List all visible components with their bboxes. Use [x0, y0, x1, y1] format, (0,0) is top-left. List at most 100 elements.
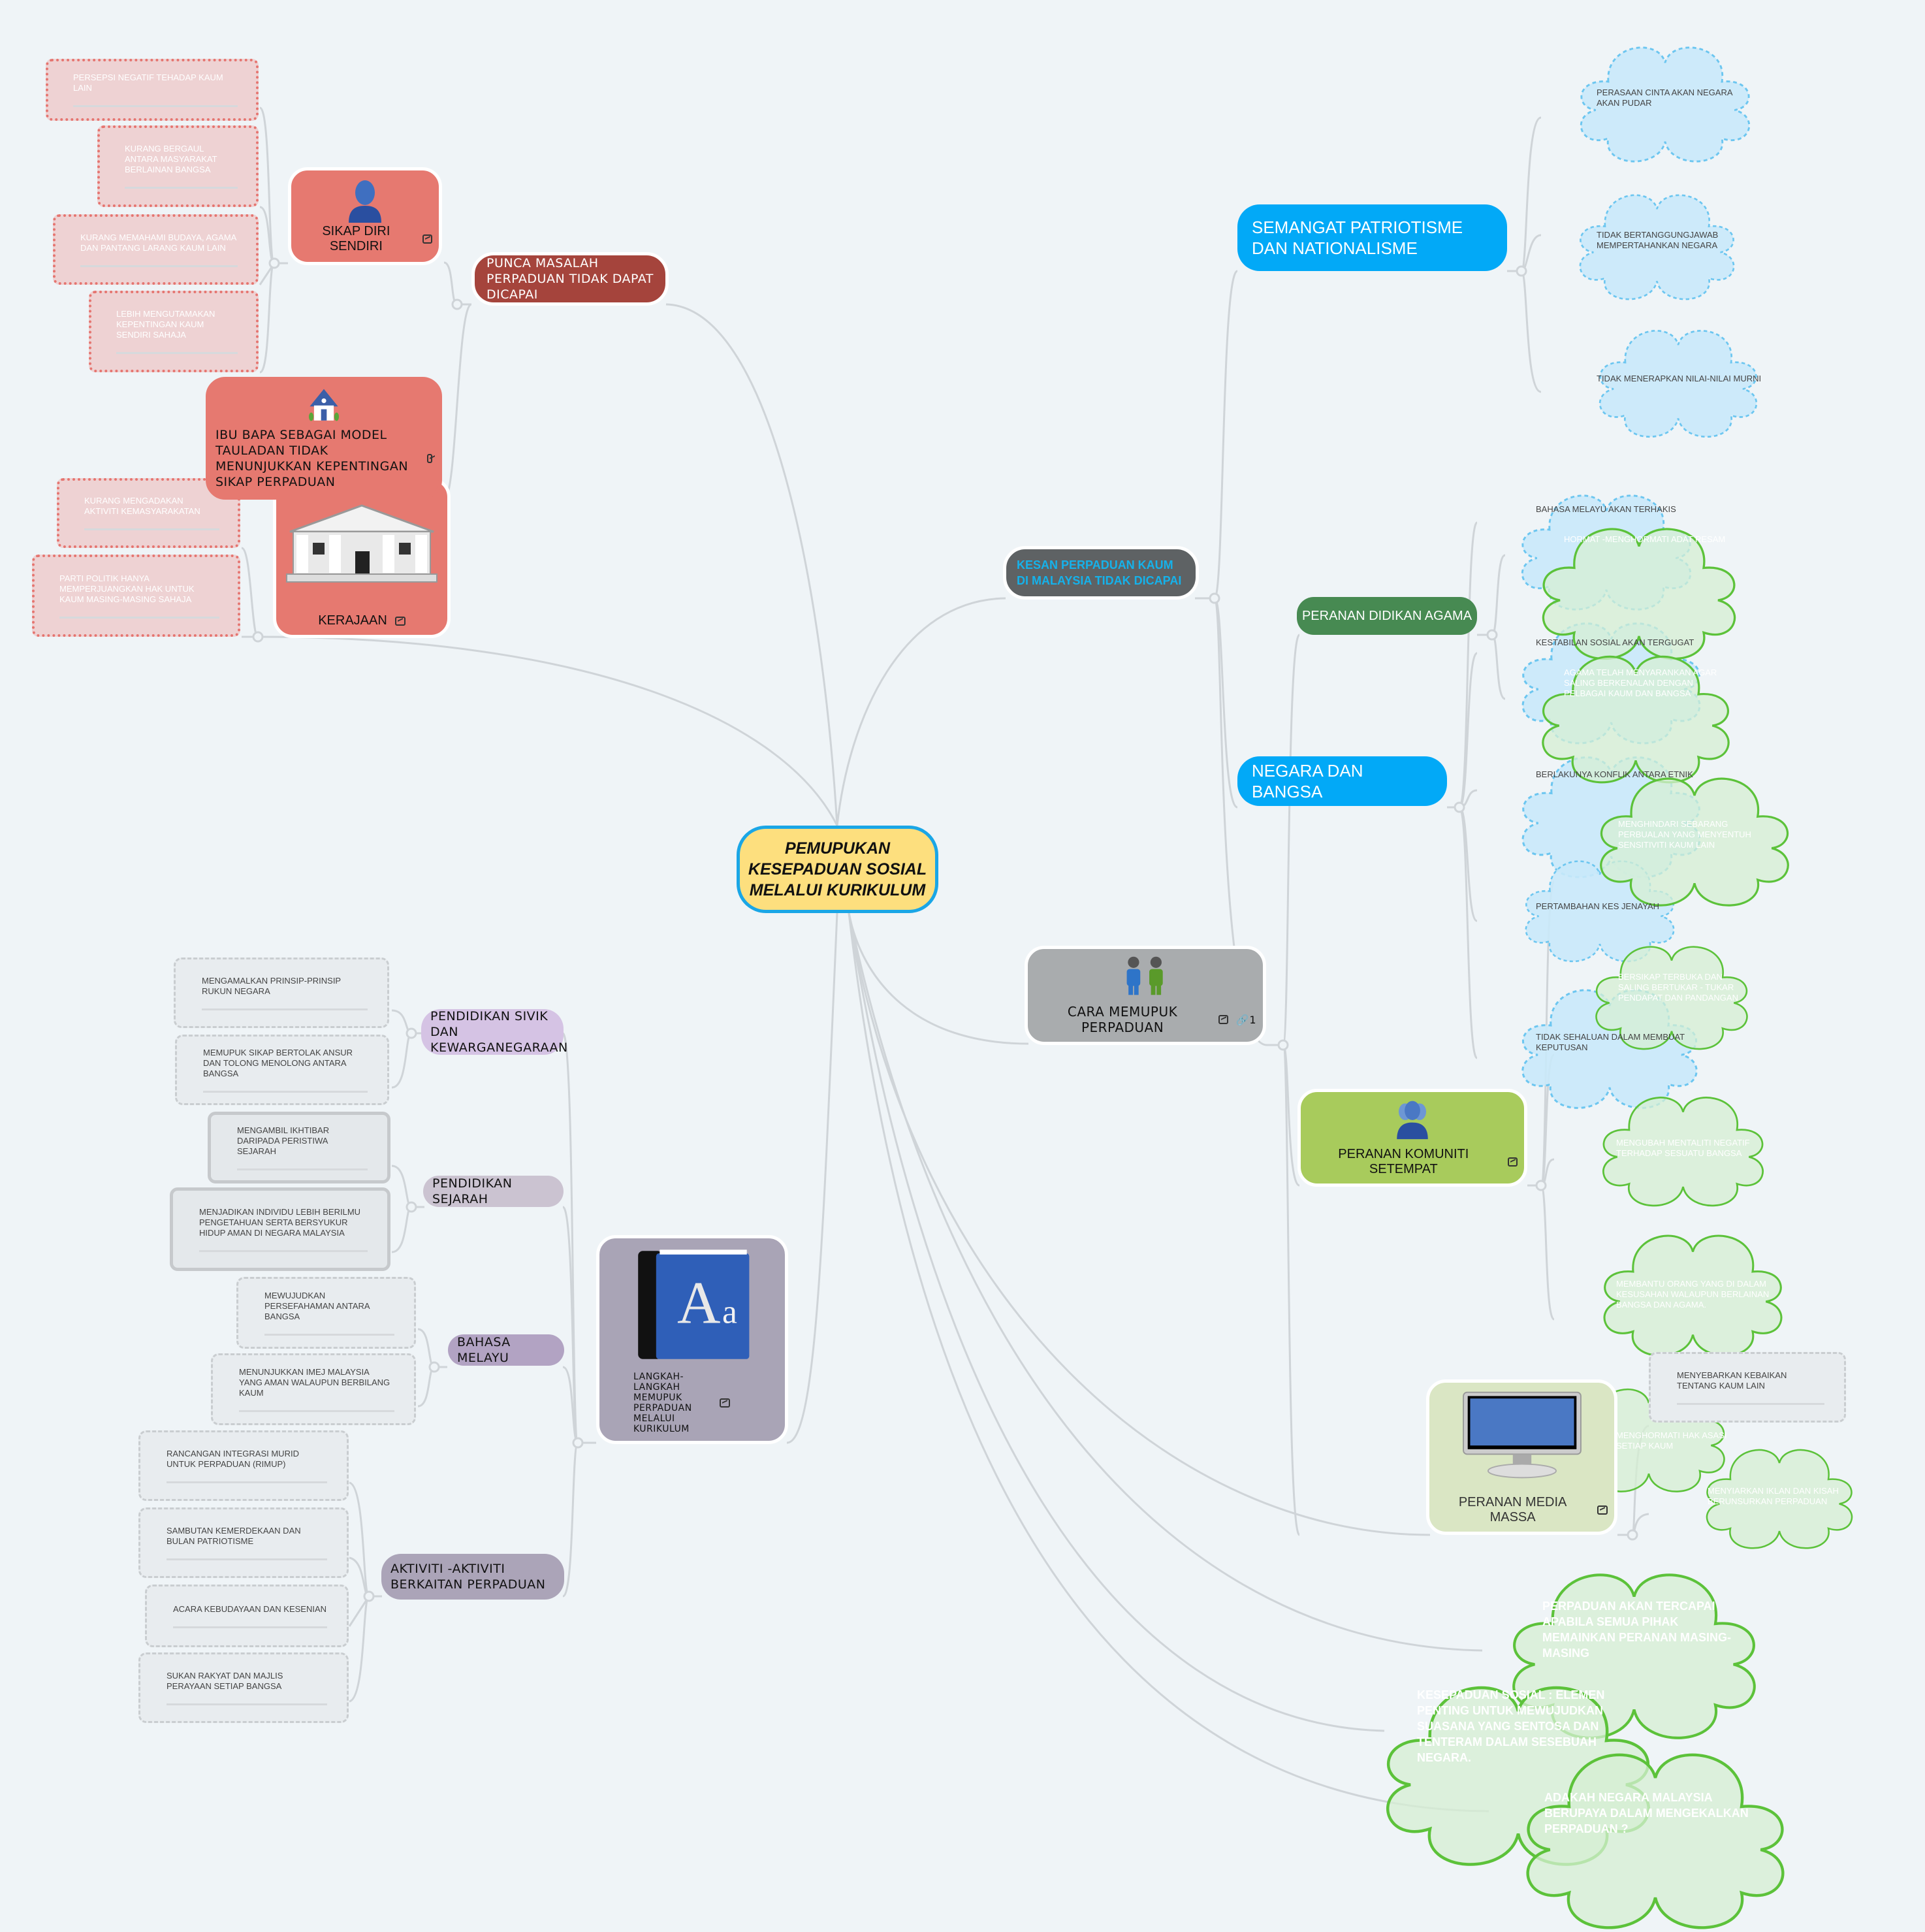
image-icon	[422, 234, 432, 244]
topic-kesan-label: KESAN PERPADUAN KAUM DI MALAYSIA TIDAK D…	[1017, 558, 1182, 587]
leaf-label: MEMUPUK SIKAP BERTOLAK ANSUR DAN TOLONG …	[203, 1047, 353, 1078]
topic-semangat[interactable]: SEMANGAT PATRIOTISME DAN NATIONALISME	[1237, 204, 1507, 271]
leaf-aktiviti-1[interactable]: RANCANGAN INTEGRASI MURID UNTUK PERPADUA…	[138, 1430, 349, 1501]
topic-aktiviti-label: AKTIVITI -AKTIVITI BERKAITAN PERPADUAN	[390, 1562, 546, 1592]
leaf-kerajaan-2[interactable]: PARTI POLITIK HANYA MEMPERJUANGKAN HAK U…	[32, 555, 240, 637]
cloud-conclusion-1[interactable]: PERPADUAN AKAN TERCAPAI APABILA SEMUA PI…	[1542, 1600, 1731, 1660]
topic-negara-dan-bangsa[interactable]: NEGARA DAN BANGSA	[1237, 756, 1447, 806]
cloud-conclusion-2[interactable]: KESEPADUAN SOSIAL : ELEMEN PENTING UNTUK…	[1417, 1688, 1605, 1764]
group-icon	[1397, 1101, 1428, 1140]
topic-kesan[interactable]: KESAN PERPADUAN KAUM DI MALAYSIA TIDAK D…	[1003, 546, 1199, 600]
monitor-icon	[1462, 1391, 1582, 1479]
svg-text:a: a	[722, 1294, 737, 1331]
topic-agama-label: PERANAN DIDIKAN AGAMA	[1301, 608, 1472, 623]
cloud-negara-5[interactable]: TIDAK SEHALUAN DALAM MEMBUAT KEPUTUSAN	[1536, 1032, 1685, 1052]
topic-cara-memupuk-perpaduan[interactable]: CARA MEMUPUK PERPADUAN 🔗1	[1025, 946, 1266, 1045]
image-icon	[426, 454, 432, 463]
leaf-label: PERSEPSI NEGATIF TEHADAP KAUM LAIN	[73, 72, 223, 93]
topic-sivik-label: PENDIDIKAN SIVIK DAN KEWARGANEGARAAN	[430, 1009, 568, 1055]
topic-media-label: PERANAN MEDIA MASSA	[1458, 1495, 1567, 1524]
leaf-label: RANCANGAN INTEGRASI MURID UNTUK PERPADUA…	[167, 1448, 299, 1469]
image-icon	[1597, 1505, 1608, 1515]
link-punca	[665, 303, 838, 826]
topic-peranan-komuniti-setempat[interactable]: PERANAN KOMUNITI SETEMPAT	[1297, 1089, 1527, 1187]
cloud-negara-2[interactable]: KESTABILAN SOSIAL AKAN TERGUGAT	[1536, 637, 1694, 647]
leaf-sejarah-1[interactable]: MENGAMBIL IKHTIBAR DARIPADA PERISTIWA SE…	[208, 1112, 390, 1183]
cloud-conclusion-3[interactable]: ADAKAH NEGARA MALAYSIA BERUPAYA DALAM ME…	[1544, 1791, 1749, 1835]
cloud-negara-1[interactable]: BAHASA MELAYU AKAN TERHAKIS	[1536, 504, 1676, 514]
link-kesan	[836, 597, 1006, 826]
leaf-label: ACARA KEBUDAYAAN DAN KESENIAN	[173, 1603, 327, 1614]
topic-kerajaan[interactable]: KERAJAAN	[273, 477, 451, 638]
leaf-label: PARTI POLITIK HANYA MEMPERJUANGKAN HAK U…	[59, 573, 195, 604]
topic-langkah-label: LANGKAH-LANGKAH MEMUPUK PERPADUAN MELALU…	[633, 1372, 692, 1434]
leaf-aktiviti-3[interactable]: ACARA KEBUDAYAAN DAN KESENIAN	[145, 1585, 349, 1647]
cloud-semangat-1[interactable]: PERASAAN CINTA AKAN NEGARA AKAN PUDAR	[1597, 88, 1732, 108]
topic-negara-label: NEGARA DAN BANGSA	[1252, 761, 1363, 801]
leaf-sikap-3[interactable]: KURANG MEMAHAMI BUDAYA, AGAMA DAN PANTAN…	[53, 214, 259, 285]
image-icon	[1507, 1157, 1518, 1167]
topic-bahasa-melayu[interactable]: BAHASA MELAYU	[448, 1334, 564, 1366]
leaf-label: SUKAN RAKYAT DAN MAJLIS PERAYAAN SETIAP …	[167, 1670, 283, 1691]
topic-cara-label: CARA MEMUPUK PERPADUAN	[1067, 1004, 1178, 1035]
topic-aktiviti-perpaduan[interactable]: AKTIVITI -AKTIVITI BERKAITAN PERPADUAN	[381, 1554, 564, 1600]
topic-sejarah-label: PENDIDIKAN SEJARAH	[432, 1176, 513, 1206]
cloud-komuniti-4[interactable]: MEMBANTU ORANG YANG DI DALAM KESUSAHAN W…	[1616, 1279, 1770, 1310]
leaf-bahasa-2[interactable]: MENUNJUKKAN IMEJ MALAYSIA YANG AMAN WALA…	[211, 1353, 416, 1425]
link-cloud2	[848, 912, 1385, 1732]
topic-langkah-langkah[interactable]: A a LANGKAH-LANGKAH MEMUPUK PERPADUAN ME…	[596, 1235, 788, 1444]
cloud-media-3[interactable]: MENYIARKAN IKLAN DAN KISAH BERUNSURKAN P…	[1708, 1486, 1839, 1506]
house-icon	[308, 389, 340, 421]
leaf-label: KURANG MENGADAKAN AKTIVITI KEMASYARAKATA…	[84, 496, 200, 516]
topic-peranan-media-massa[interactable]: PERANAN MEDIA MASSA	[1426, 1379, 1617, 1535]
topic-pendidikan-sivik[interactable]: PENDIDIKAN SIVIK DAN KEWARGANEGARAAN	[421, 1009, 568, 1055]
topic-pendidikan-sejarah[interactable]: PENDIDIKAN SEJARAH	[423, 1176, 564, 1207]
topic-peranan-didikan-agama[interactable]: PERANAN DIDIKAN AGAMA	[1297, 597, 1477, 635]
cloud-negara-3[interactable]: BERLAKUNYA KONFLIK ANTARA ETNIK	[1536, 769, 1693, 779]
cloud-komuniti-3[interactable]: MENGUBAH MENTALITI NEGATIF TERHADAP SESU…	[1616, 1138, 1750, 1158]
government-building-icon	[286, 504, 438, 583]
leaf-bahasa-1[interactable]: MEWUJUDKAN PERSEFAHAMAN ANTARA BANGSA	[236, 1277, 416, 1349]
link-kerajaan	[257, 636, 838, 826]
leaf-sivik-2[interactable]: MEMUPUK SIKAP BERTOLAK ANSUR DAN TOLONG …	[175, 1035, 389, 1105]
leaf-label: SAMBUTAN KEMERDEKAAN DAN BULAN PATRIOTIS…	[167, 1525, 301, 1546]
leaf-media-1[interactable]: MENYEBARKAN KEBAIKAN TENTANG KAUM LAIN	[1649, 1352, 1846, 1423]
leaf-sivik-1[interactable]: MENGAMALKAN PRINSIP-PRINSIP RUKUN NEGARA	[174, 958, 389, 1028]
dictionary-book-icon: A a	[638, 1249, 750, 1359]
cloud-agama-2[interactable]: AGAMA TELAH MENYARANKAN AGAR SALING BERK…	[1564, 668, 1717, 698]
leaf-label: KURANG MEMAHAMI BUDAYA, AGAMA DAN PANTAN…	[80, 232, 236, 253]
leaf-sikap-2[interactable]: KURANG BERGAUL ANTARA MASYARAKAT BERLAIN…	[97, 125, 259, 207]
link-cloud3	[848, 912, 1489, 1812]
topic-kerajaan-label: KERAJAAN	[318, 613, 387, 628]
leaf-label: LEBIH MENGUTAMAKAN KEPENTINGAN KAUM SEND…	[116, 309, 215, 340]
topic-komuniti-label: PERANAN KOMUNITI SETEMPAT	[1338, 1147, 1469, 1176]
central-topic-label: PEMUPUKAN KESEPADUAN SOSIAL MELALUI KURI…	[748, 839, 927, 899]
link-media	[848, 912, 1431, 1536]
svg-text:A: A	[677, 1270, 721, 1336]
central-topic[interactable]: PEMUPUKAN KESEPADUAN SOSIAL MELALUI KURI…	[737, 826, 938, 913]
two-people-icon	[1126, 956, 1163, 995]
cloud-komuniti-1[interactable]: MENGHINDARI SEBARANG PERBUALAN YANG MENY…	[1618, 819, 1751, 850]
leaf-label: MENJADIKAN INDIVIDU LEBIH BERILMU PENGET…	[199, 1206, 361, 1238]
link-langkah	[786, 912, 838, 1444]
cloud-negara-4[interactable]: PERTAMBAHAN KES JENAYAH	[1536, 901, 1660, 911]
leaf-aktiviti-2[interactable]: SAMBUTAN KEMERDEKAAN DAN BULAN PATRIOTIS…	[138, 1507, 349, 1578]
cloud-media-2[interactable]: MENGHORMATI HAK ASASI SETIAP KAUM	[1616, 1430, 1727, 1451]
topic-punca[interactable]: PUNCA MASALAH PERPADUAN TIDAK DAPAT DICA…	[471, 252, 669, 306]
image-icon	[1218, 1015, 1228, 1024]
leaf-sikap-1[interactable]: PERSEPSI NEGATIF TEHADAP KAUM LAIN	[46, 59, 259, 121]
leaf-label: MEWUJUDKAN PERSEFAHAMAN ANTARA BANGSA	[264, 1290, 370, 1321]
leaf-sejarah-2[interactable]: MENJADIKAN INDIVIDU LEBIH BERILMU PENGET…	[170, 1187, 390, 1271]
topic-ibu-bapa[interactable]: IBU BAPA SEBAGAI MODEL TAULADAN TIDAK ME…	[206, 377, 442, 500]
leaf-sikap-4[interactable]: LEBIH MENGUTAMAKAN KEPENTINGAN KAUM SEND…	[89, 291, 259, 372]
link-icon[interactable]: 🔗1	[1235, 1013, 1256, 1026]
cloud-semangat-2[interactable]: TIDAK BERTANGGUNGJAWAB MEMPERTAHANKAN NE…	[1597, 230, 1719, 250]
cloud-semangat-3[interactable]: TIDAK MENERAPKAN NILAI-NILAI MURNI	[1597, 374, 1762, 383]
topic-punca-label: PUNCA MASALAH PERPADUAN TIDAK DAPAT DICA…	[486, 256, 654, 302]
cloud-komuniti-2[interactable]: BERSIKAP TERBUKA DAN SALING BERTUKAR - T…	[1618, 972, 1738, 1003]
cloud-agama-1[interactable]: HORMAT -MENGHORMATI ADAT RESAM	[1564, 534, 1726, 544]
topic-ibu-bapa-label: IBU BAPA SEBAGAI MODEL TAULADAN TIDAK ME…	[215, 428, 409, 489]
topic-bahasa-label: BAHASA MELAYU	[457, 1335, 511, 1365]
leaf-aktiviti-4[interactable]: SUKAN RAKYAT DAN MAJLIS PERAYAAN SETIAP …	[138, 1652, 349, 1723]
topic-sikap-diri-sendiri[interactable]: SIKAP DIRI SENDIRI	[288, 167, 442, 265]
